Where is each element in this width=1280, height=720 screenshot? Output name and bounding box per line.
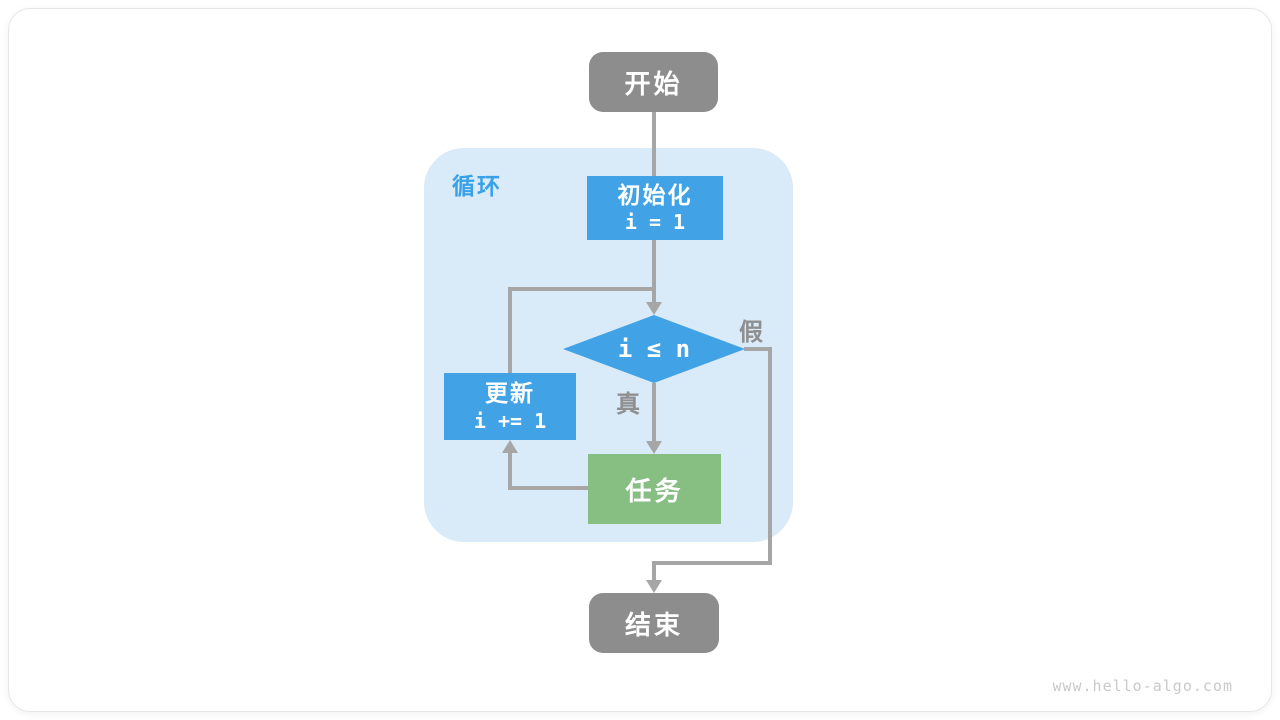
edge-task-to-update-horizontal: [510, 486, 588, 490]
edge-init-to-condition: [652, 240, 656, 302]
edge-into-end: [652, 561, 656, 580]
task-label: 任务: [625, 475, 684, 506]
loop-label: 循环: [452, 173, 502, 199]
edge-update-to-condition-vertical: [508, 289, 512, 373]
true-branch-label: 真: [616, 391, 640, 418]
arrowhead-into-end: [646, 580, 662, 593]
update-code: i += 1: [473, 408, 547, 433]
init-code: i = 1: [624, 210, 686, 235]
arrowhead-into-condition: [646, 302, 662, 315]
init-title: 初始化: [617, 181, 693, 208]
end-label: 结束: [624, 609, 683, 640]
edge-update-to-condition-horizontal: [508, 287, 656, 291]
update-title: 更新: [485, 380, 535, 407]
edge-start-to-init: [652, 112, 656, 176]
end-node: 结束: [589, 593, 719, 653]
start-node: 开始: [589, 52, 718, 112]
watermark: www.hello-algo.com: [1052, 677, 1233, 695]
edge-task-to-update-vertical: [508, 451, 512, 490]
condition-code: i ≤ n: [617, 335, 691, 363]
update-node: 更新 i += 1: [444, 373, 576, 440]
edge-condition-to-task: [652, 383, 656, 441]
arrowhead-into-update: [502, 440, 518, 453]
arrowhead-into-task: [646, 441, 662, 454]
false-branch-label: 假: [739, 319, 763, 346]
task-node: 任务: [588, 454, 721, 524]
start-label: 开始: [624, 68, 683, 99]
edge-false-branch-left: [652, 561, 772, 565]
edge-false-branch-down: [768, 347, 772, 563]
init-node: 初始化 i = 1: [587, 176, 723, 240]
edge-false-branch-out: [744, 347, 772, 351]
